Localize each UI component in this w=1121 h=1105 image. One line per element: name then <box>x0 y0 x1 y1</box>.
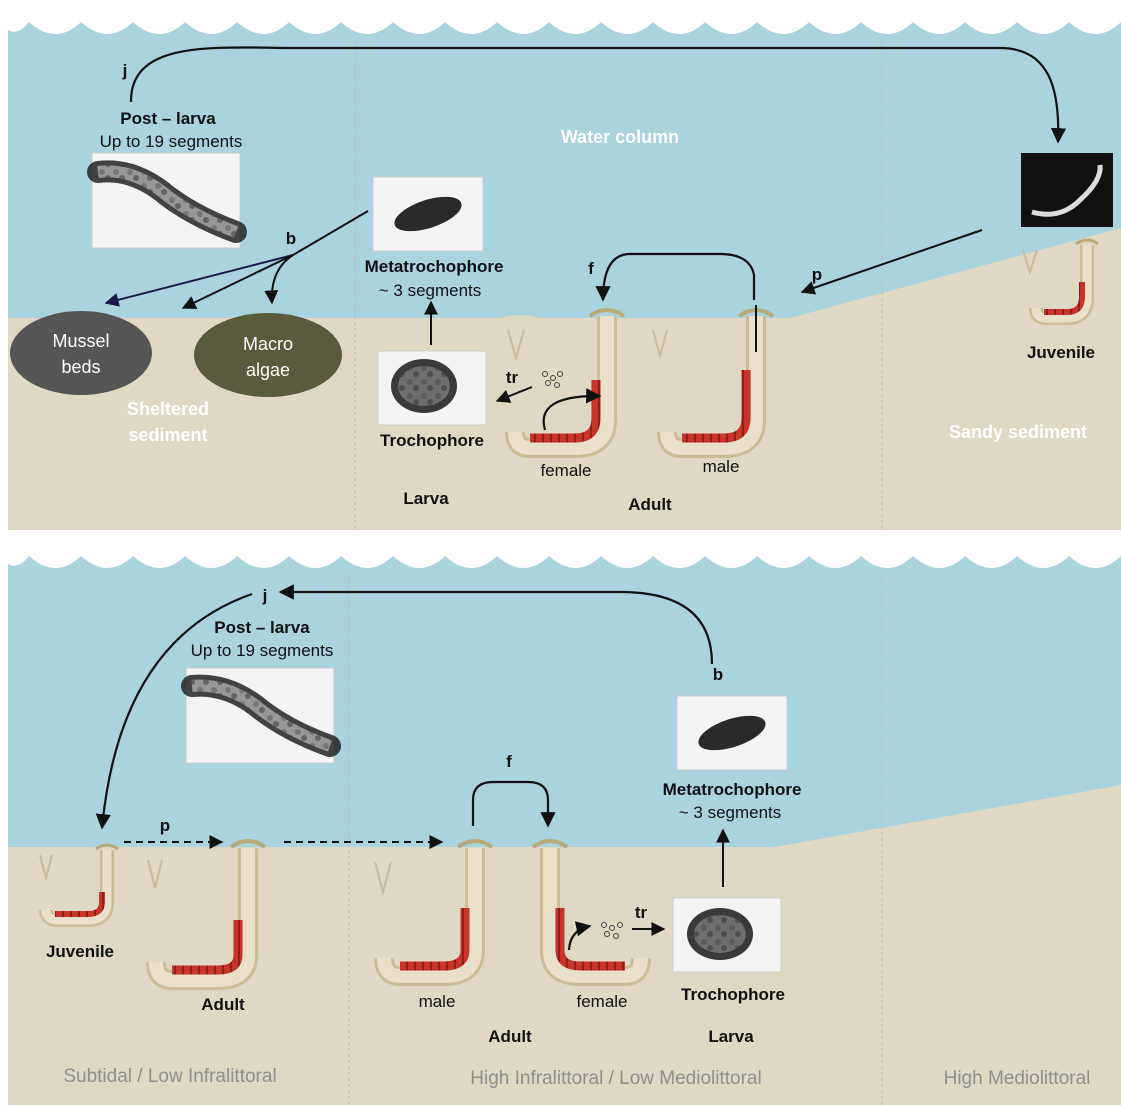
arrow-label-f: f <box>506 752 512 771</box>
juvenile-label: Juvenile <box>1027 343 1095 362</box>
panel-separator <box>0 530 1121 536</box>
metatrochophore-subtitle: ~ 3 segments <box>379 281 482 300</box>
adult-label: Adult <box>201 995 245 1014</box>
arrow-label-tr: tr <box>635 903 648 922</box>
larva-label: Larva <box>708 1027 754 1046</box>
adult-label: Adult <box>488 1027 532 1046</box>
arrow-label-b: b <box>286 229 296 248</box>
mussel-beds <box>10 311 152 395</box>
zone-label-infralittoral: High Infralittoral / Low Mediolittoral <box>470 1068 761 1089</box>
postlarva-title: Post – larva <box>214 618 310 637</box>
wave-crests-top <box>8 0 1121 34</box>
trochophore-label: Trochophore <box>681 985 785 1004</box>
arrow-label-tr: tr <box>506 368 519 387</box>
adult-label: Adult <box>628 495 672 514</box>
trochophore-label: Trochophore <box>380 431 484 450</box>
female-label: female <box>576 992 627 1011</box>
arrow-label-p: p <box>812 265 822 284</box>
sandy-sediment-label: Sandy sediment <box>949 422 1087 442</box>
mussel-beds-label: beds <box>61 357 100 377</box>
postlarva-subtitle: Up to 19 segments <box>191 641 334 660</box>
metatrochophore-title: Metatrochophore <box>365 257 504 276</box>
juvenile-photo <box>1021 153 1113 227</box>
sheltered-label: Sheltered <box>127 399 209 419</box>
metatrochophore-title: Metatrochophore <box>663 780 802 799</box>
male-label: male <box>703 457 740 476</box>
trochophore-photo <box>673 898 781 972</box>
panel-top: Water column Sheltered sediment Sandy se… <box>8 0 1121 530</box>
trochophore-photo <box>378 351 486 425</box>
sheltered-label: sediment <box>128 425 207 445</box>
zone-label-mediolittoral: High Mediolittoral <box>944 1068 1091 1089</box>
larva-label: Larva <box>403 489 449 508</box>
zone-label-subtidal: Subtidal / Low Infralittoral <box>63 1066 276 1087</box>
macro-algae-label: Macro <box>243 334 293 354</box>
female-label: female <box>540 461 591 480</box>
postlarva-photo <box>92 153 240 248</box>
arrow-label-p: p <box>160 816 170 835</box>
metatrochophore-subtitle: ~ 3 segments <box>679 803 782 822</box>
macro-algae <box>194 313 342 397</box>
postlarva-title: Post – larva <box>120 109 216 128</box>
arrow-label-j: j <box>262 586 268 605</box>
juvenile-label: Juvenile <box>46 942 114 961</box>
mussel-beds-label: Mussel <box>52 331 109 351</box>
water-column-label: Water column <box>561 127 679 147</box>
panel-bottom: j Post – larva Up to 19 segments b Metat… <box>8 536 1121 1105</box>
arrow-label-f: f <box>588 259 594 278</box>
postlarva-subtitle: Up to 19 segments <box>100 132 243 151</box>
metatrochophore-photo <box>373 177 483 251</box>
wave-crests-bottom <box>8 536 1121 568</box>
macro-algae-label: algae <box>246 360 290 380</box>
postlarva-photo <box>186 668 334 763</box>
arrow-label-j: j <box>122 61 128 80</box>
metatrochophore-photo <box>677 696 787 770</box>
arrow-label-b: b <box>713 665 723 684</box>
male-label: male <box>419 992 456 1011</box>
